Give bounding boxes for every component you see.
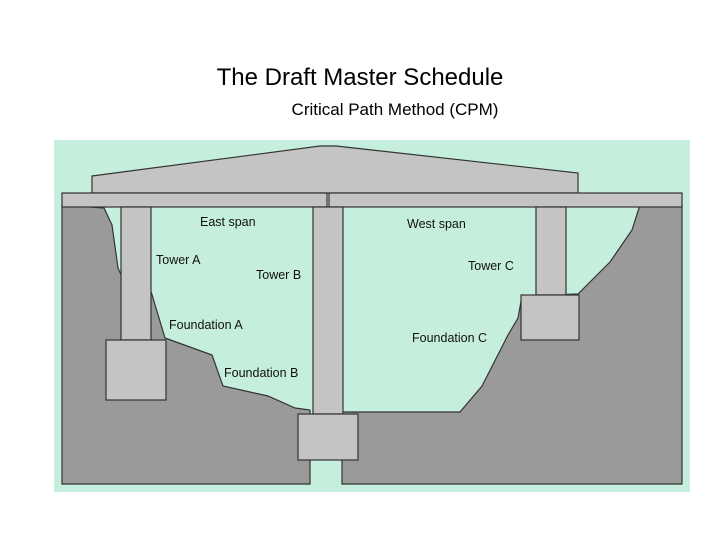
label-foundation-c: Foundation C <box>412 331 487 345</box>
label-foundation-a: Foundation A <box>169 318 243 332</box>
label-tower-b: Tower B <box>256 268 301 282</box>
label-tower-c: Tower C <box>468 259 514 273</box>
label-east-span: East span <box>200 215 256 229</box>
west-span-deck <box>328 192 683 208</box>
foundation-c <box>520 294 580 341</box>
label-west-span: West span <box>407 217 466 231</box>
foundation-a <box>105 339 167 401</box>
slide-title: The Draft Master Schedule <box>216 64 504 91</box>
foundation-b <box>297 413 359 461</box>
label-foundation-b: Foundation B <box>224 366 298 380</box>
slide-subtitle: Critical Path Method (CPM) <box>291 100 499 119</box>
tower-a <box>120 206 152 341</box>
east-span-deck <box>61 192 328 208</box>
tower-c <box>535 206 567 296</box>
label-tower-a: Tower A <box>156 253 201 267</box>
tower-b <box>312 206 344 415</box>
